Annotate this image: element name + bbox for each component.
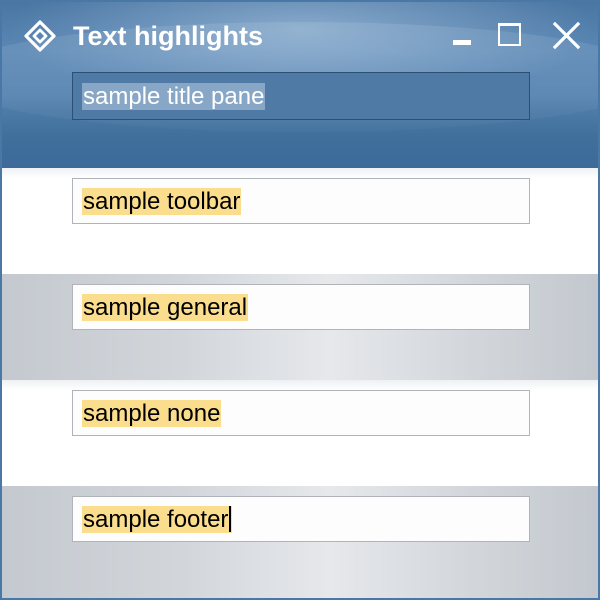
general-field[interactable]: sample general — [72, 284, 530, 330]
close-button[interactable] — [549, 19, 583, 53]
diamond-app-icon — [24, 20, 56, 52]
close-icon — [552, 21, 581, 50]
none-field[interactable]: sample none — [72, 390, 530, 436]
maximize-icon — [498, 23, 521, 46]
title-pane-field[interactable]: sample title pane — [72, 72, 530, 120]
window-title: Text highlights — [73, 21, 263, 51]
footer-section: sample footer — [2, 486, 598, 598]
toolbar-section: sample toolbar — [2, 168, 598, 274]
none-section: sample none — [2, 380, 598, 486]
maximize-button[interactable] — [493, 19, 527, 53]
title-pane[interactable]: Text highlights sample title pane — [2, 2, 598, 168]
title-pane-text: sample title pane — [82, 83, 266, 110]
minimize-icon — [453, 40, 471, 45]
toolbar-text: sample toolbar — [82, 188, 242, 215]
footer-field[interactable]: sample footer — [72, 496, 530, 542]
minimize-button[interactable] — [445, 19, 479, 53]
text-caret — [229, 506, 232, 532]
general-section: sample general — [2, 274, 598, 380]
footer-text: sample footer — [83, 506, 229, 533]
general-text: sample general — [82, 294, 249, 321]
toolbar-field[interactable]: sample toolbar — [72, 178, 530, 224]
none-text: sample none — [82, 400, 222, 427]
footer-text-highlight: sample footer — [82, 506, 233, 533]
